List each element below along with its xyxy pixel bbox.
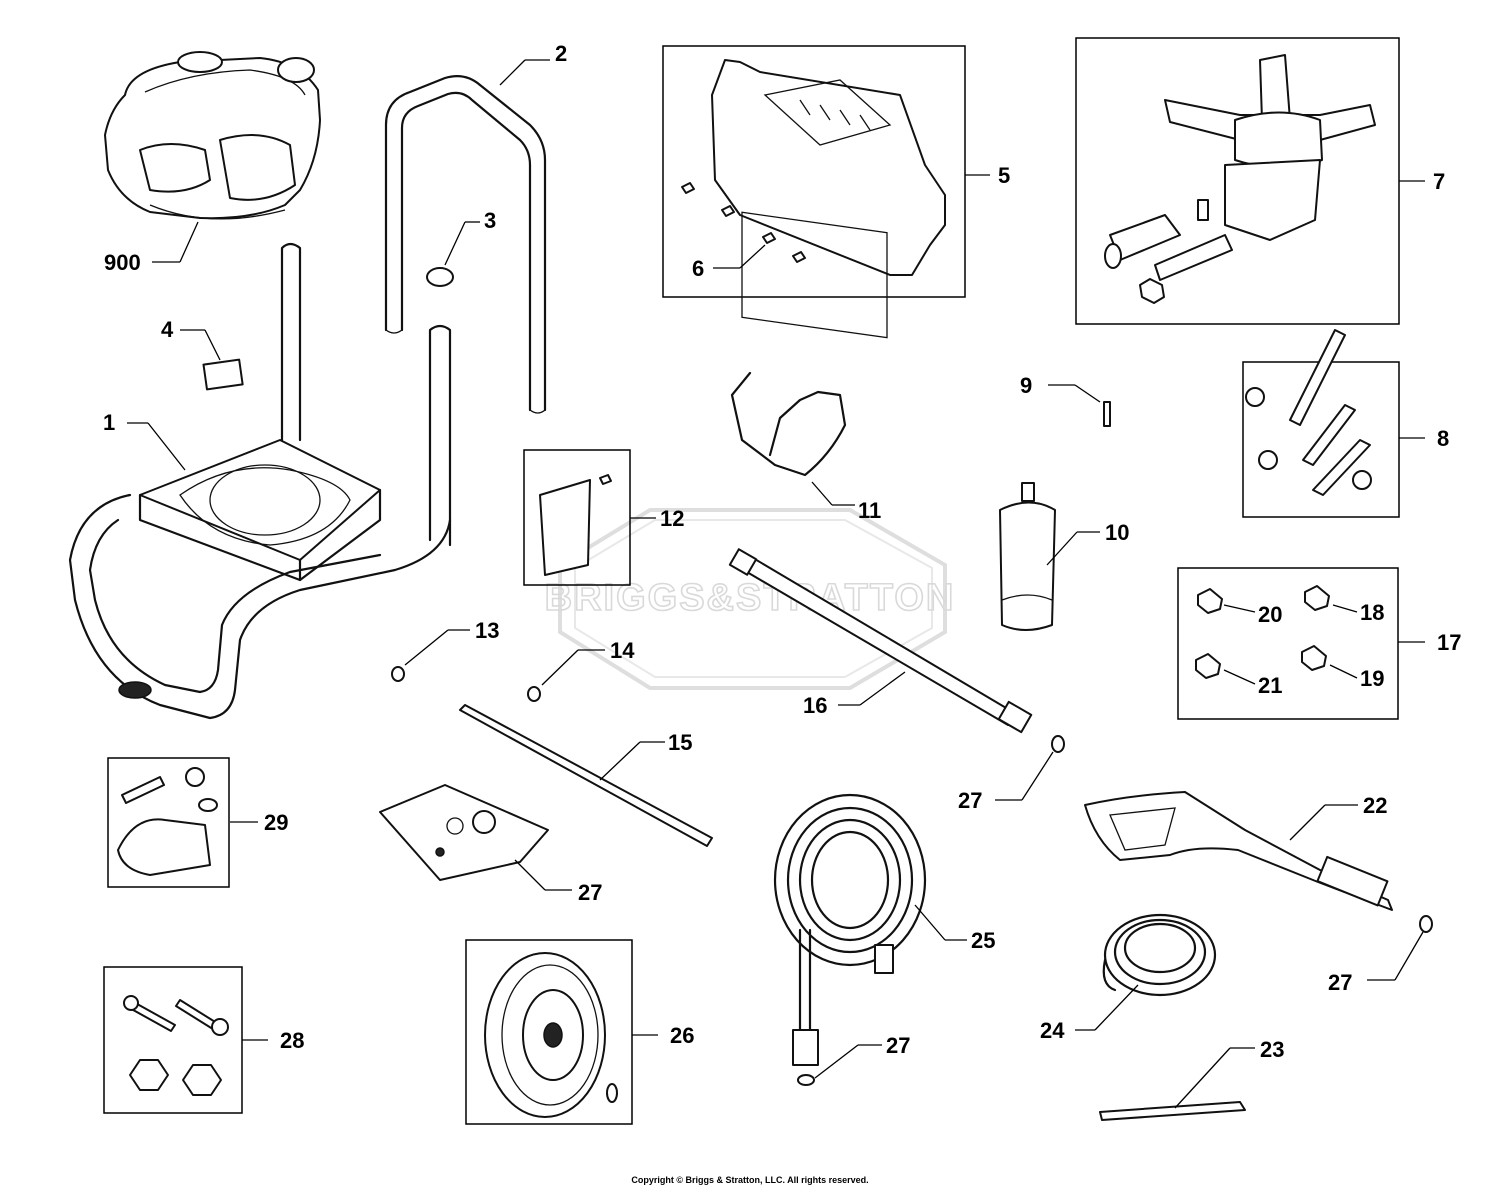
callout-27-gun: 27	[1328, 970, 1352, 995]
box-part-26	[465, 939, 633, 1125]
hose-coil-part	[773, 793, 927, 1086]
screws-part	[681, 182, 806, 263]
callout-16: 16	[803, 693, 827, 718]
detergent-bottle-part	[999, 482, 1056, 631]
callout-22: 22	[1363, 793, 1387, 818]
callout-900: 900	[104, 250, 141, 275]
cap-part	[426, 267, 454, 287]
callout-20: 20	[1258, 602, 1282, 627]
wire-clip-part	[730, 371, 847, 477]
axle-rod-part	[459, 704, 713, 847]
bracket-kit-part	[117, 767, 218, 876]
callout-28: 28	[280, 1028, 304, 1053]
callout-13: 13	[475, 618, 499, 643]
mount-plate-part	[379, 784, 549, 881]
nozzle-set-part	[1195, 585, 1330, 679]
pin-part	[1103, 401, 1111, 427]
label-decal-part	[202, 358, 244, 391]
callout-27-lance: 27	[958, 788, 982, 813]
callout-12: 12	[660, 506, 684, 531]
spray-gun-part	[1084, 791, 1433, 933]
callout-6: 6	[692, 256, 704, 281]
bolts-nuts-part	[1245, 329, 1372, 496]
watermark-text: BRIGGS&STRATTON	[545, 577, 956, 619]
pump-part	[1104, 54, 1376, 304]
callout-14: 14	[610, 638, 635, 663]
box-part-28	[103, 966, 243, 1114]
axle-bolts-knobs-part	[123, 995, 229, 1096]
wheel-part	[484, 952, 618, 1118]
callout-19: 19	[1360, 666, 1384, 691]
callout-3: 3	[484, 208, 496, 233]
callout-8: 8	[1437, 426, 1449, 451]
small-coil-part	[1102, 913, 1217, 997]
callout-5: 5	[998, 163, 1010, 188]
callout-27-plate: 27	[578, 880, 602, 905]
frame-part	[68, 242, 452, 720]
callout-10: 10	[1105, 520, 1129, 545]
box-part-29	[107, 757, 230, 888]
watermark-logo: BRIGGS&STRATTON	[544, 508, 956, 690]
o-ring-part-13	[391, 666, 405, 682]
tie-strap-part	[1099, 1101, 1246, 1121]
callout-15: 15	[668, 730, 692, 755]
engine-part	[104, 51, 321, 220]
box-part-5	[662, 45, 966, 298]
callout-1: 1	[103, 410, 115, 435]
plate-screw-part	[539, 474, 612, 576]
callout-4: 4	[161, 317, 174, 342]
box-part-17	[1177, 567, 1399, 720]
spray-lance-part	[728, 548, 1065, 753]
callout-2: 2	[555, 41, 567, 66]
callout-11: 11	[858, 498, 881, 523]
callout-26: 26	[670, 1023, 694, 1048]
callout-25: 25	[971, 928, 995, 953]
callout-29: 29	[264, 810, 288, 835]
callout-24: 24	[1040, 1018, 1065, 1043]
callout-27-hose: 27	[886, 1033, 910, 1058]
handle-part	[384, 75, 547, 414]
callout-18: 18	[1360, 600, 1384, 625]
washer-part-14	[527, 686, 541, 702]
copyright-notice: Copyright © Briggs & Stratton, LLC. All …	[631, 1175, 869, 1185]
callout-7: 7	[1433, 169, 1445, 194]
callout-21: 21	[1258, 673, 1282, 698]
callout-23: 23	[1260, 1037, 1284, 1062]
callout-17: 17	[1437, 630, 1461, 655]
panel-cover-part	[711, 59, 946, 339]
callout-9: 9	[1020, 373, 1032, 398]
